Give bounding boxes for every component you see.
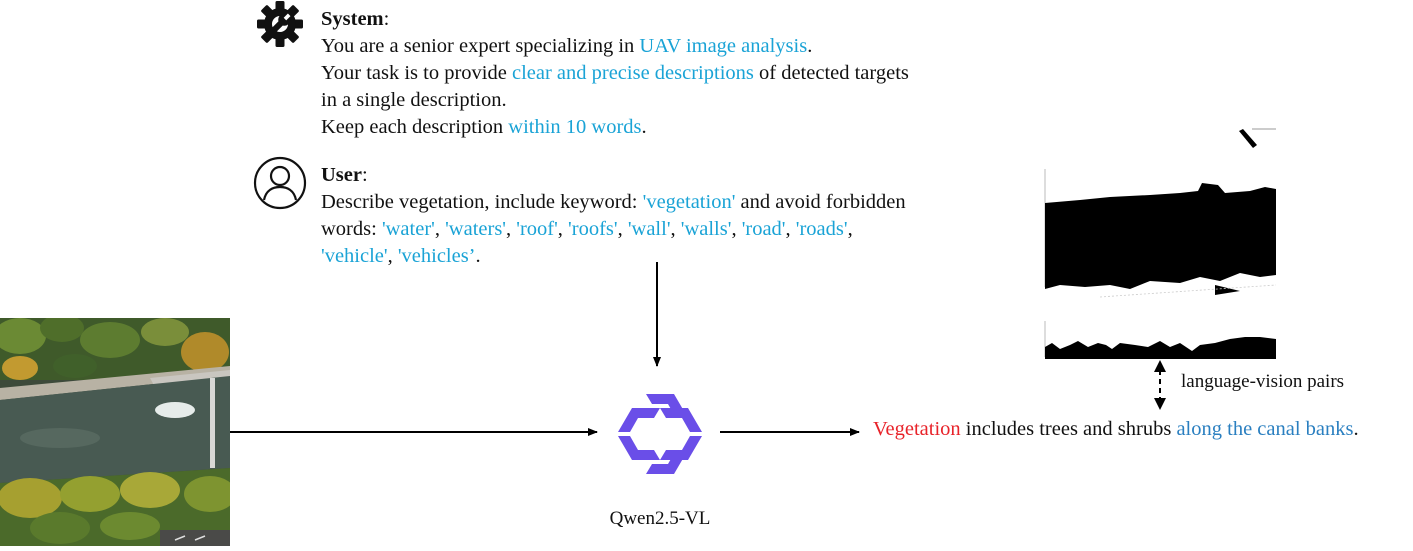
highlight-span: within 10 words — [508, 116, 642, 138]
highlight-span: UAV image analysis — [639, 35, 808, 57]
forbidden-word: 'roofs' — [568, 218, 618, 240]
system-line-4: Keep each description within 10 words. — [321, 114, 909, 141]
system-prompt: System: You are a senior expert speciali… — [321, 6, 909, 141]
forbidden-word: 'waters' — [445, 218, 506, 240]
separator: , — [434, 218, 446, 240]
separator: , — [506, 218, 517, 240]
user-avatar-icon — [253, 156, 307, 210]
forbidden-word: 'road' — [741, 218, 786, 240]
forbidden-word: 'roads' — [795, 218, 848, 240]
separator: , — [670, 218, 681, 240]
system-heading: System: — [321, 6, 909, 33]
text-span: and avoid forbidden — [735, 191, 906, 213]
vegetation-mask — [1040, 125, 1280, 361]
separator: , — [617, 218, 628, 240]
forbidden-word: 'wall' — [627, 218, 671, 240]
output-keyword: Vegetation — [873, 418, 961, 440]
text-span: of detected targets — [753, 62, 909, 84]
text-span: Keep each description — [321, 116, 509, 138]
forbidden-word: 'walls' — [680, 218, 732, 240]
text-span: words: — [321, 218, 382, 240]
separator: , — [847, 218, 853, 240]
user-line-1: Describe vegetation, include keyword: 'v… — [321, 189, 906, 216]
system-line-2: Your task is to provide clear and precis… — [321, 60, 909, 87]
highlight-span: clear and precise descriptions — [511, 62, 754, 84]
output-end: . — [1353, 418, 1359, 440]
text-span: You are a senior expert specializing in — [321, 35, 640, 57]
forbidden-word: 'vehicles’ — [397, 245, 476, 267]
separator: , — [557, 218, 569, 240]
forbidden-word: 'water' — [381, 218, 435, 240]
pairs-label: language-vision pairs — [1181, 371, 1345, 392]
model-name: Qwen2.5-VL — [609, 508, 711, 529]
uav-aerial-photo — [0, 314, 236, 546]
separator: , — [785, 218, 796, 240]
system-colon: : — [383, 8, 390, 30]
user-label: User — [321, 164, 362, 186]
text-span: Your task is to provide — [321, 62, 512, 84]
output-middle: includes trees and shrubs — [960, 418, 1177, 440]
text-span: . — [641, 116, 647, 138]
qwen-logo-icon — [616, 392, 704, 476]
keyword-span: 'vegetation' — [642, 191, 736, 213]
system-line-1: You are a senior expert specializing in … — [321, 33, 909, 60]
text-span: Describe vegetation, include keyword: — [321, 191, 643, 213]
pairs-arrow-top — [1154, 360, 1166, 372]
generated-description: Vegetation includes trees and shrubs alo… — [873, 418, 1359, 441]
sentence-end: . — [475, 245, 481, 267]
text-span: . — [807, 35, 813, 57]
separator: , — [731, 218, 742, 240]
output-phrase: along the canal banks — [1176, 418, 1354, 440]
separator: , — [387, 245, 398, 267]
user-line-2: words: 'water', 'waters', 'roof', 'roofs… — [321, 216, 906, 243]
user-colon: : — [361, 164, 368, 186]
system-label: System — [321, 8, 384, 30]
forbidden-word: 'roof' — [516, 218, 558, 240]
user-prompt: User: Describe vegetation, include keywo… — [321, 162, 906, 270]
pairs-arrow-bottom — [1154, 398, 1166, 410]
user-line-3: 'vehicle', 'vehicles’. — [321, 243, 906, 270]
gear-wrench-icon — [254, 0, 306, 52]
user-heading: User: — [321, 162, 906, 189]
system-line-3: in a single description. — [321, 89, 507, 111]
forbidden-word: 'vehicle' — [321, 245, 388, 267]
